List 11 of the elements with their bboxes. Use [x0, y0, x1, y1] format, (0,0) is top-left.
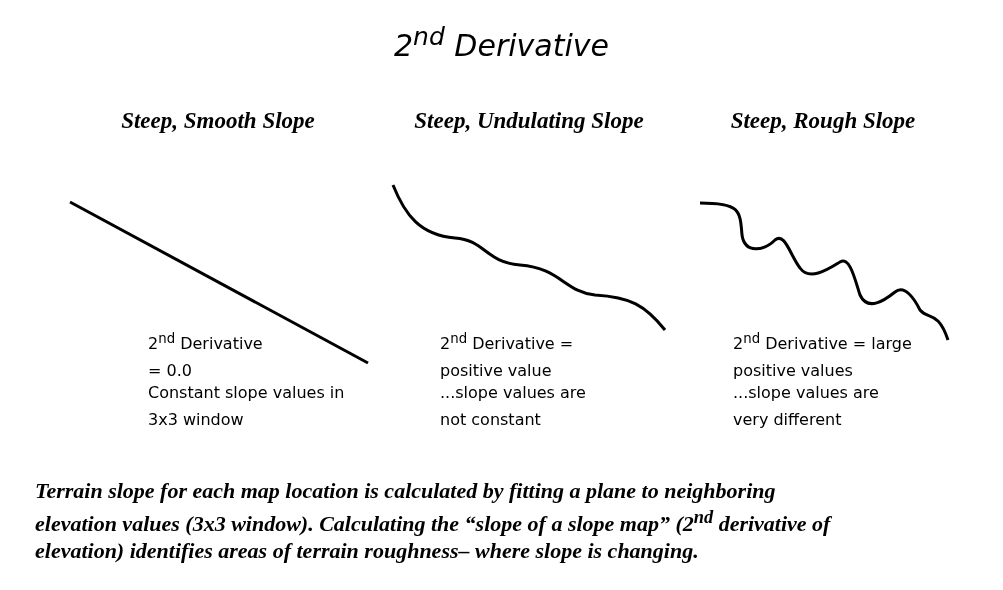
- panel-heading: Steep, Rough Slope: [729, 108, 917, 134]
- annotation-text: 2$^{nd}$ Derivative = positive value: [440, 330, 575, 383]
- caption-text: Terrain slope for each map location is calculated by fitting a plane to neighboring elevation values (3x3 window). Calculating the “slope of a slope map” (2$^{nd}$ derivative of elevation) identifies areas of terrain roughness– where slope is changing.: [35, 477, 833, 565]
- annotation-text: 2$^{nd}$ Derivative = large positive values: [733, 330, 913, 383]
- annotation-text: ...slope values are not constant: [440, 382, 587, 431]
- annotation-text: 2$^{nd}$ Derivative = 0.0: [148, 330, 264, 383]
- annotation-text: ...slope values are very different: [733, 382, 880, 431]
- annotation-text: Constant slope values in 3x3 window: [148, 382, 346, 431]
- diagram-title: 2$^{nd}$ Derivative: [393, 22, 610, 63]
- panel-heading: Steep, Smooth Slope: [120, 108, 316, 134]
- panel-heading: Steep, Undulating Slope: [413, 108, 645, 134]
